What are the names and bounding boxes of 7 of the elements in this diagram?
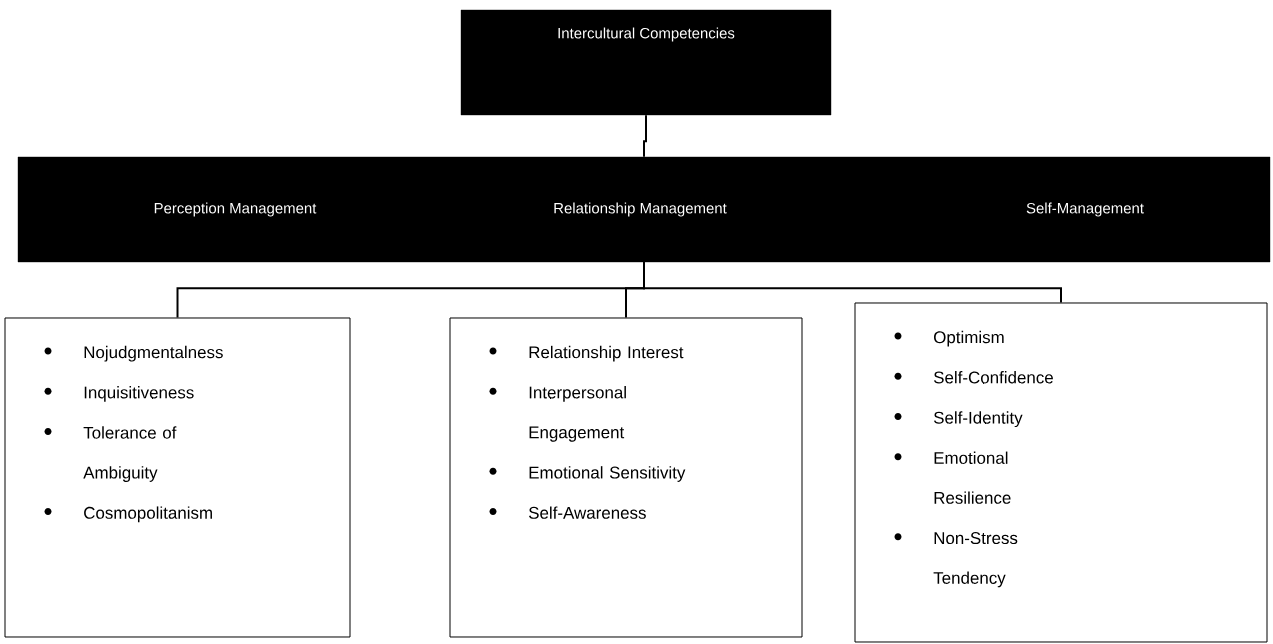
connector-line <box>643 114 647 158</box>
category-band: Perception Management Relationship Management Self-Management <box>17 156 1271 263</box>
title-box: Intercultural Competencies <box>460 9 832 116</box>
list-box: Relationship Interest Interpersonal Engagement Emotional Sensitivity Self-Awareness <box>449 317 803 638</box>
list-box: Optimism Self-Confidence Self-Identity Emotional Resilience Non-Stress Tendency <box>854 302 1268 643</box>
connector-line <box>643 261 1062 304</box>
list-box: Nojudgmentalness Inquisitiveness Tolerance of Ambiguity Cosmopolitanism <box>4 317 351 638</box>
